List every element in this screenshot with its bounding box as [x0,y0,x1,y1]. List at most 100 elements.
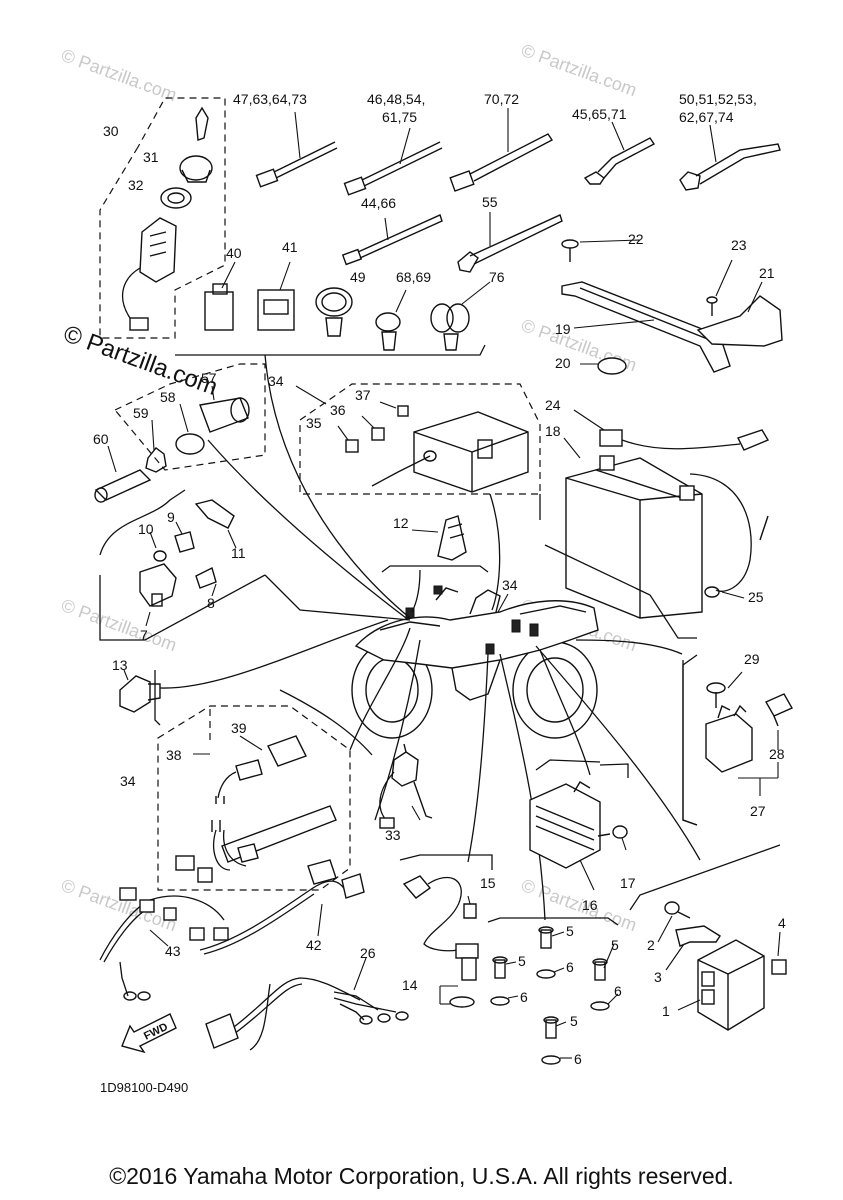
callout-lines [159,354,701,921]
label-26: 26 [360,945,376,961]
cable-tie-46 [343,127,443,196]
label-39: 39 [231,720,247,736]
clamp-68 [375,289,407,351]
label-2: 2 [647,937,655,953]
lead-34a [295,385,327,405]
divider-line [175,344,486,356]
label-5d: 5 [570,1013,578,1029]
group-5-bracket [487,917,619,926]
watermark: © Partzilla.com [519,40,640,100]
label-20: 20 [555,355,571,371]
label-34c: 34 [120,773,136,789]
label-43: 43 [165,943,181,959]
label-37: 37 [355,387,371,403]
part-labels: 47,63,64,73 46,48,54, 61,75 70,72 45,65,… [93,91,786,1095]
label-49: 49 [350,269,366,285]
watermark: © Partzilla.com [59,875,180,935]
group-16-outline [599,763,629,778]
label-34a: 34 [268,373,284,389]
label-32: 32 [128,177,144,193]
group-34-harness-outline [157,705,351,891]
cable-tie-44 [341,214,443,266]
label-13: 13 [112,657,128,673]
starter-relay-parts [99,489,237,627]
label-6c: 6 [614,983,622,999]
label-6b: 6 [520,989,528,1005]
label-27: 27 [750,803,766,819]
label-46-line1: 46,48,54, [367,91,425,107]
label-22: 22 [628,231,644,247]
label-41: 41 [282,239,298,255]
group-1-outline [629,844,781,911]
atv-silhouette [351,585,599,739]
label-4: 4 [778,915,786,931]
label-5b: 5 [518,953,526,969]
group-13-bracket [154,670,161,726]
bolts-washers [490,926,619,1065]
fuse-box [337,401,529,493]
watermark: © Partzilla.com [59,45,180,105]
sensor-13 [119,669,161,713]
label-25: 25 [748,589,764,605]
label-70: 70,72 [484,91,519,107]
label-11: 11 [231,545,246,561]
lead-34b [497,593,509,613]
harness-42 [199,859,365,955]
label-33: 33 [385,827,401,843]
label-76: 76 [489,269,505,285]
group-27-bracket [682,654,698,826]
harness-43 [99,887,229,1001]
label-8: 8 [207,595,215,611]
relay-40 [204,261,236,331]
label-5c: 5 [611,937,619,953]
group-14-outline [399,854,493,870]
clamp-49 [315,287,353,337]
relay-41 [257,261,295,331]
label-42: 42 [306,937,322,953]
label-46-line2: 61,75 [382,109,417,125]
copyright-notice: ©2016 Yamaha Motor Corporation, U.S.A. A… [109,1163,734,1189]
label-6d: 6 [574,1051,582,1067]
watermark-dark: © Partzilla.com [60,320,221,401]
label-50-line1: 50,51,52,53, [679,91,757,107]
cable-tie-45 [583,121,656,185]
label-47: 47,63,64,73 [233,91,307,107]
main-switch-parts [121,106,213,331]
group-12-outline [381,565,489,573]
label-50-line2: 62,67,74 [679,109,734,125]
label-38: 38 [166,747,182,763]
cable-tie-50 [679,124,781,191]
switch-33 [379,743,433,829]
label-57: 57 [201,370,217,386]
cable-tie-55 [457,212,563,273]
group-30-outline [99,97,226,339]
label-28: 28 [769,746,785,762]
group-57-outline [114,363,266,471]
solenoid-27 [705,671,793,796]
label-40: 40 [226,245,242,261]
label-7: 7 [140,627,148,643]
label-14: 14 [402,977,418,993]
speed-sensor-14 [402,875,479,1008]
label-59: 59 [133,405,149,421]
harness-26 [205,957,409,1051]
label-1: 1 [662,1003,670,1019]
label-17: 17 [620,875,636,891]
label-10: 10 [138,521,154,537]
label-5a: 5 [566,923,574,939]
cdi-unit [657,901,787,1031]
label-35: 35 [306,415,322,431]
label-19: 19 [555,321,571,337]
label-34b: 34 [502,577,518,593]
label-31: 31 [143,149,159,165]
label-6a: 6 [566,959,574,975]
socket-parts [94,385,250,503]
label-44: 44,66 [361,195,396,211]
clamp-76 [430,281,491,351]
cable-tie-70 [449,108,554,192]
label-55: 55 [482,194,498,210]
battery-callout-line [544,544,697,639]
label-45: 45,65,71 [572,106,627,122]
group-7-outline [99,574,266,641]
